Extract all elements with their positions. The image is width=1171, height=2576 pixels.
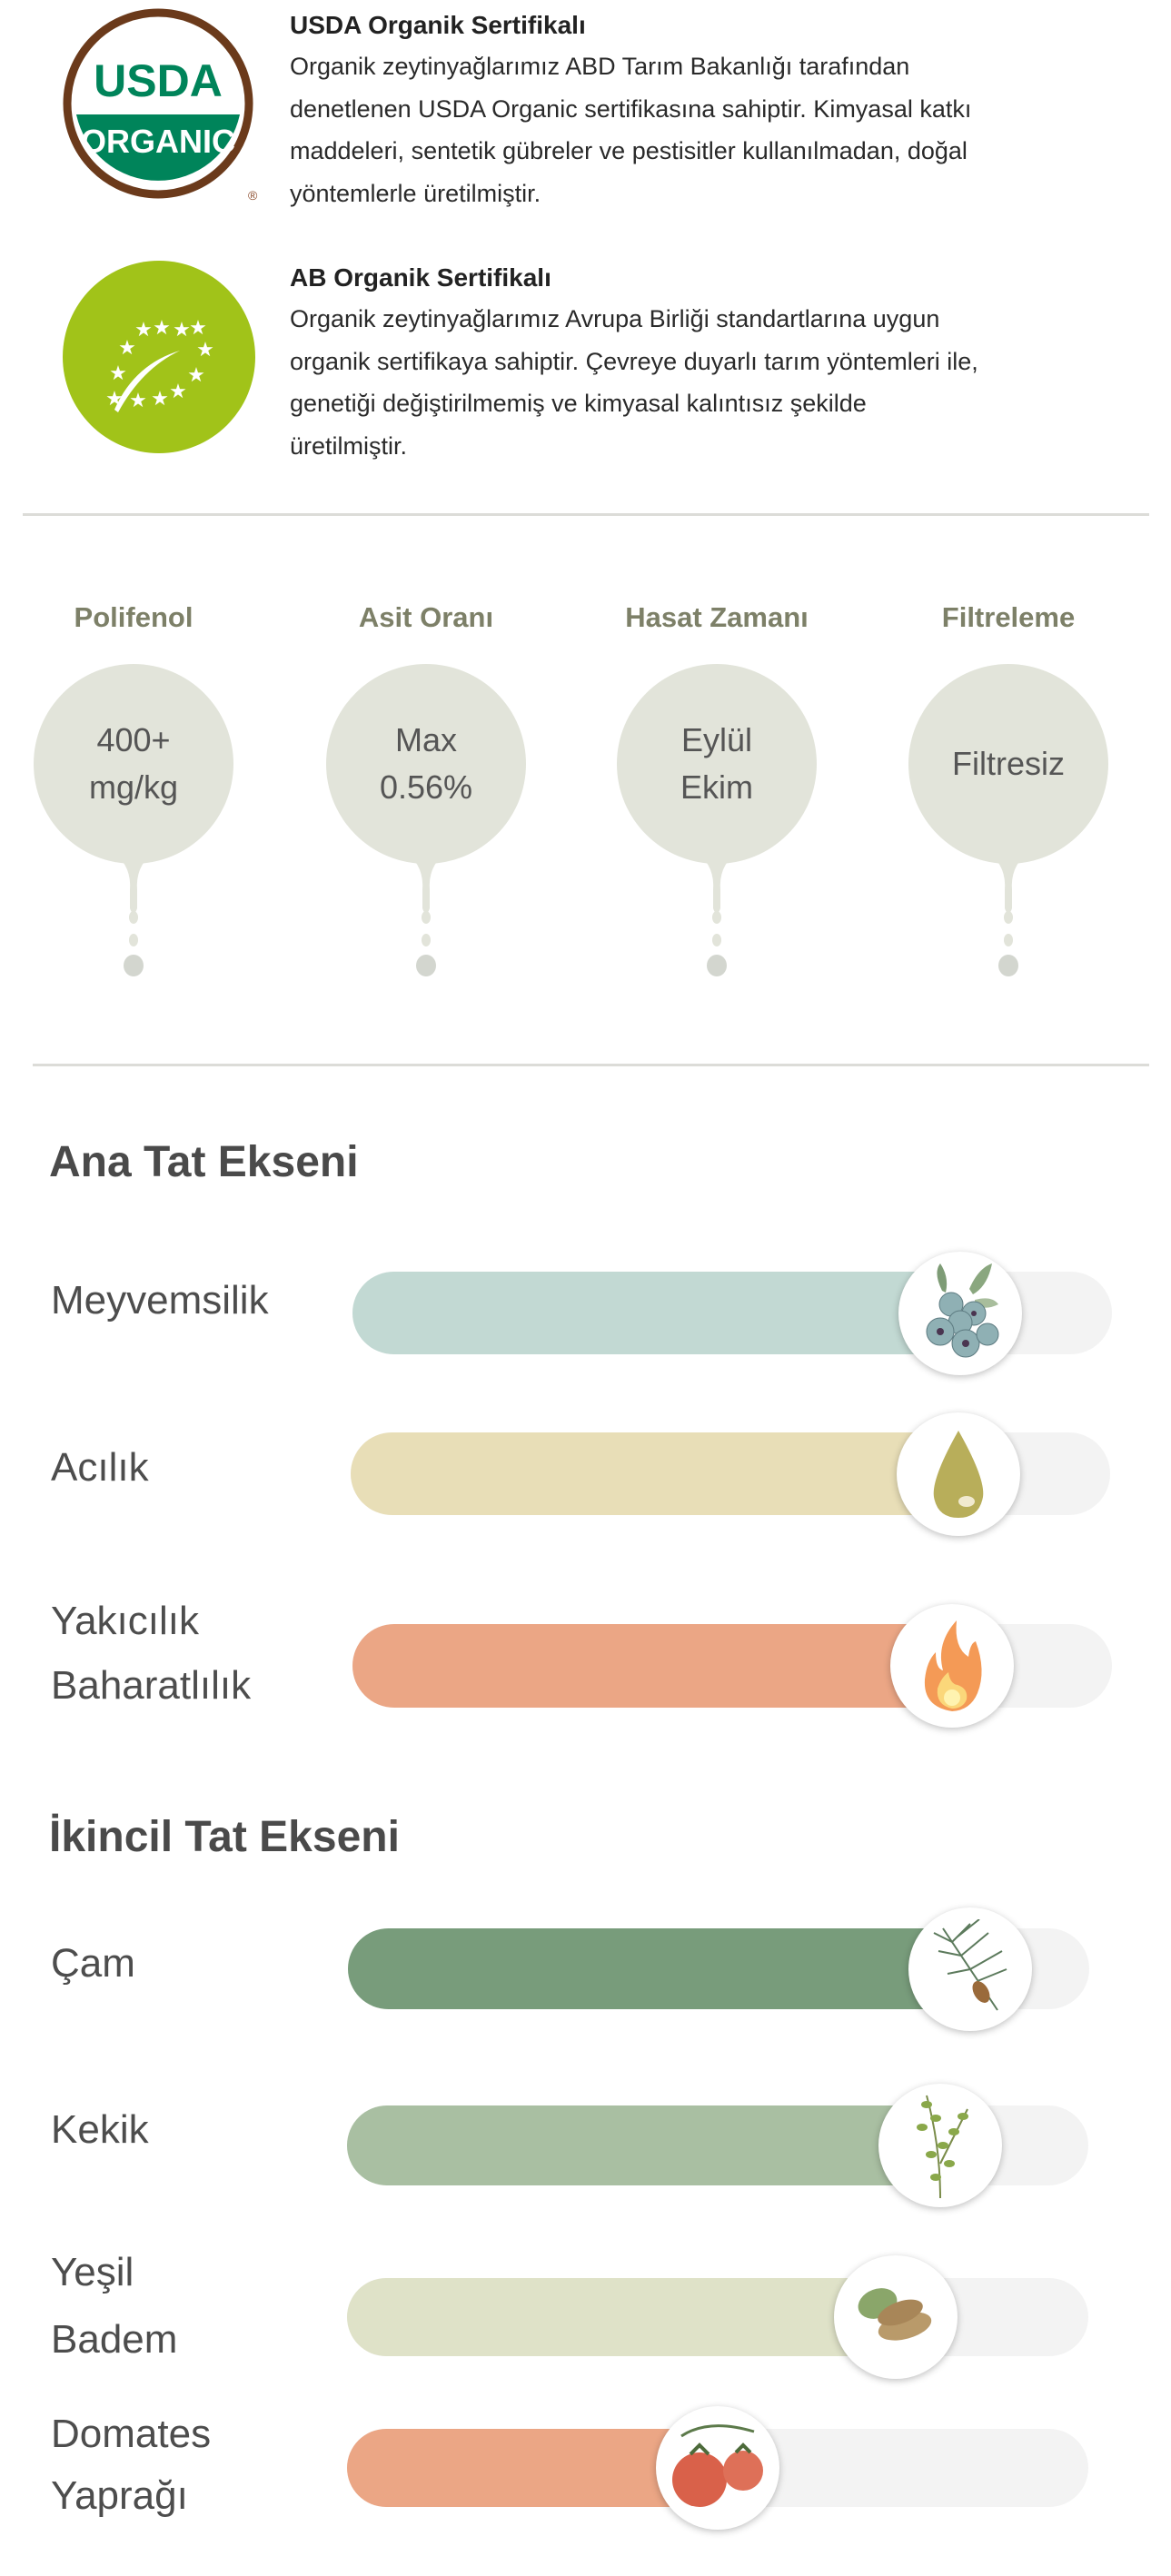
divider <box>23 513 1149 516</box>
thyme-icon <box>878 2084 1002 2207</box>
cert-body-eu: Organik zeytinyağlarımız Avrupa Birliği … <box>290 298 978 467</box>
flavor-bar-fill <box>352 1272 960 1354</box>
flavor-label: Yeşil <box>51 2250 134 2294</box>
stat-value: 0.56% <box>379 768 473 806</box>
line: organik sertifikaya sahiptir. Çevreye du… <box>290 347 978 375</box>
cert-title-usda: USDA Organik Sertifikalı <box>290 11 586 39</box>
svg-text:★: ★ <box>151 388 169 411</box>
flavor-bar-track <box>347 2105 1088 2185</box>
flavor-label: Kekik <box>51 2107 149 2152</box>
eu-organic-leaf-logo: ★★★★ ★★★★ ★★★★ <box>62 260 256 459</box>
flavor-bar-fill <box>347 2105 940 2185</box>
flavor-bar-fill <box>348 1928 971 2009</box>
svg-text:★: ★ <box>187 364 205 387</box>
svg-text:★: ★ <box>134 319 153 342</box>
line: maddeleri, sentetik gübreler ve pestisit… <box>290 137 968 164</box>
line: Organik zeytinyağlarımız Avrupa Birliği … <box>290 305 940 332</box>
stat-value: Filtresiz <box>952 745 1065 782</box>
flavor-bar-fill <box>352 1624 953 1708</box>
stat-label: Asit Oranı <box>358 601 494 633</box>
flavor-label: Meyvemsilik <box>51 1278 269 1323</box>
svg-text:★: ★ <box>118 337 136 360</box>
flavor-label: Badem <box>51 2317 178 2362</box>
flavor-label: Yaprağı <box>51 2473 188 2518</box>
tomato-icon <box>656 2406 779 2530</box>
olive-oil-drop-icon <box>896 1412 1020 1536</box>
cert-body-usda: Organik zeytinyağlarımız ABD Tarım Bakan… <box>290 45 971 214</box>
stat-value: Ekim <box>680 768 753 806</box>
stat-drop: Max 0.56% <box>290 663 562 990</box>
svg-text:★: ★ <box>109 362 127 385</box>
flavor-bar-track <box>347 2278 1088 2356</box>
flavor-bar-fill <box>351 1432 958 1515</box>
primary-axis-title: Ana Tat Ekseni <box>49 1138 359 1186</box>
svg-text:USDA: USDA <box>94 55 223 106</box>
line: genetiği değiştirilmemiş ve kimyasal kal… <box>290 390 867 417</box>
svg-text:★: ★ <box>153 317 171 340</box>
stat-value: 400+ <box>96 721 171 758</box>
drop-icon <box>34 664 233 976</box>
line: üretilmiştir. <box>290 431 408 460</box>
svg-text:★: ★ <box>196 339 214 362</box>
pine-icon <box>908 1907 1033 2031</box>
stat-drop: 400+ mg/kg <box>0 663 270 990</box>
stat-value: mg/kg <box>88 768 179 806</box>
line: Organik zeytinyağlarımız ABD Tarım Bakan… <box>290 53 910 80</box>
secondary-axis-title: İkincil Tat Ekseni <box>49 1813 400 1861</box>
svg-text:★: ★ <box>169 381 187 403</box>
line: yöntemlerle üretilmiştir. <box>290 179 541 207</box>
almond-icon <box>833 2255 958 2379</box>
flavor-label: Acılık <box>51 1445 149 1490</box>
flavor-bar-fill <box>347 2278 896 2356</box>
usda-organic-logo: USDA ORGANIC ® <box>62 7 262 212</box>
svg-text:ORGANIC: ORGANIC <box>81 123 235 160</box>
svg-text:®: ® <box>248 188 258 203</box>
svg-text:★: ★ <box>129 390 147 412</box>
flavor-label: Yakıcılık <box>51 1599 200 1643</box>
stat-value: Eylül <box>680 721 753 758</box>
stat-drop: Filtresiz <box>872 663 1145 990</box>
svg-text:★: ★ <box>173 319 191 342</box>
flavor-label: Domates <box>51 2412 212 2456</box>
svg-text:★: ★ <box>189 317 207 340</box>
stat-label: Hasat Zamanı <box>625 601 809 633</box>
line: denetlenen USDA Organic sertifikasına sa… <box>290 94 972 123</box>
flavor-label: Çam <box>51 1941 135 1986</box>
cert-title-eu: AB Organik Sertifikalı <box>290 263 551 292</box>
stat-value: Max <box>394 721 457 758</box>
stat-label: Filtreleme <box>941 601 1076 633</box>
drop-icon <box>617 664 817 976</box>
stat-label: Polifenol <box>74 601 194 633</box>
divider <box>33 1064 1149 1066</box>
blueberry-icon <box>898 1251 1022 1375</box>
flavor-label: Baharatlılık <box>51 1663 252 1708</box>
drop-icon <box>908 664 1108 976</box>
flame-icon <box>890 1604 1015 1728</box>
drop-icon <box>326 664 526 976</box>
